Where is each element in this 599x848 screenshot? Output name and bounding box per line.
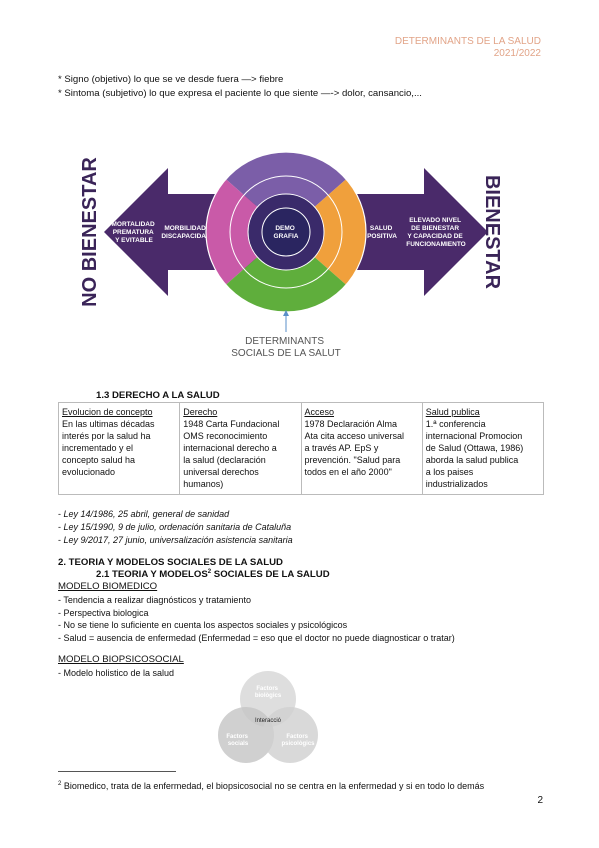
header-year: 2021/2022: [493, 48, 541, 59]
arrow-right-text-2: ELEVADO NIVEL DE BIENESTAR Y CAPACIDAD D…: [406, 217, 465, 248]
list-item: Tendencia a realizar diagnósticos y trat…: [58, 594, 455, 607]
table-cell-salud-publica: Salud publica 1.ª conferencia internacio…: [421, 402, 545, 495]
cell-line: incrementado y el: [62, 443, 134, 453]
sign-symptom-notes: * Signo (objetivo) lo que se ve desde fu…: [58, 73, 422, 101]
cell-line: 1978 Declaración Alma: [304, 419, 398, 429]
model-biomedico-list: Tendencia a realizar diagnósticos y trat…: [58, 594, 455, 645]
cell-line: 1.ª conferencia: [425, 419, 486, 429]
cell-line: humanos): [183, 479, 224, 489]
law-item: Ley 14/1986, 25 abril, general de sanida…: [58, 508, 293, 521]
cell-line: a través AP. EpS y: [304, 443, 379, 453]
arrow-right-text-1: SALUD POSITIVA: [367, 225, 397, 240]
arrow-left-text-1: MORTALIDAD PREMATURA Y EVITABLE: [111, 221, 156, 244]
footnote-ref[interactable]: 2: [207, 569, 212, 575]
section-heading-2: 2. TEORIA Y MODELOS SOCIALES DE LA SALUD: [58, 557, 283, 568]
cell-line: evolucionado: [62, 467, 116, 477]
cell-line: aborda la salud publica: [425, 455, 519, 465]
column-head: Evolucion de concepto: [62, 407, 153, 417]
section-subheading-2-1: 2.1 TEORIA Y MODELOS2 SOCIALES DE LA SAL…: [96, 569, 330, 580]
footnote-text: Biomedico, trata de la enfermedad, el bi…: [61, 781, 485, 791]
wheel-bottom-segment: [225, 232, 347, 312]
column-head: Salud publica: [425, 407, 480, 417]
table-cell-derecho: Derecho 1948 Carta Fundacional OMS recon…: [179, 402, 302, 495]
model-biomedico-title: MODELO BIOMEDICO: [58, 581, 158, 592]
law-item: Ley 9/2017, 27 junio, universalización a…: [58, 534, 293, 547]
no-bienestar-label: NO BIENESTAR: [79, 157, 101, 307]
biopsychosocial-venn: Factors biològics Factors socials Factor…: [218, 671, 318, 763]
list-item: Salud = ausencia de enfermedad (Enfermed…: [58, 632, 455, 645]
wheel-top-segment: [225, 152, 347, 232]
cell-line: prevención. "Salud para: [304, 455, 401, 465]
page-number: 2: [537, 795, 543, 806]
arrow-left-text-2: MORBILIDAD DISCAPACIDAD: [161, 225, 211, 240]
note-sign: * Signo (objetivo) lo que se ve desde fu…: [58, 74, 284, 85]
cell-line: OMS reconocimiento: [183, 431, 268, 441]
venn-label-biological: Factors biològics: [255, 686, 282, 699]
cell-line: Ata cita acceso universal: [304, 431, 405, 441]
subheading-text: 2.1 TEORIA Y MODELOS: [96, 569, 208, 581]
figure-caption: DETERMINANTS SOCIALS DE LA SALUT: [231, 336, 341, 359]
cell-line: a los paises: [425, 467, 474, 477]
header-title: DETERMINANTS DE LA SALUD: [394, 36, 541, 47]
wheel-left-segment: [206, 179, 286, 285]
venn-label-interaction: Interacció: [255, 718, 282, 724]
law-item: Ley 15/1990, 9 de julio, ordenación sani…: [58, 521, 293, 534]
venn-circle-psychological: [262, 707, 318, 763]
list-item: Perspectiva biologica: [58, 607, 455, 620]
wheel-center-text: DEMO GRAFIA: [274, 225, 299, 240]
list-item: Modelo holistico de la salud: [58, 667, 175, 680]
cell-line: En las ultimas décadas: [62, 419, 155, 429]
bienestar-label: BIENESTAR: [481, 175, 503, 290]
venn-label-psychological: Factors psicològics: [281, 734, 315, 747]
footnote-separator: [58, 771, 176, 772]
venn-circle-social: [218, 707, 274, 763]
footnote-mark: 2: [58, 781, 62, 787]
cell-line: concepto salud ha: [62, 455, 136, 465]
table-cell-acceso: Acceso 1978 Declaración Alma Ata cita ac…: [300, 402, 423, 495]
right-to-health-table: Evolucion de concepto En las ultimas déc…: [57, 402, 545, 495]
table-cell-evolucion: Evolucion de concepto En las ultimas déc…: [57, 402, 181, 495]
cell-line: interés por la salud ha: [62, 431, 151, 441]
footnote: 2 Biomedico, trata de la enfermedad, el …: [58, 781, 484, 791]
right-arrow: [338, 168, 488, 296]
cell-line: internacional derecho a: [183, 443, 277, 453]
model-biopsicosocial-list: Modelo holistico de la salud: [58, 667, 175, 680]
model-biopsicosocial-title: MODELO BIOPSICOSOCIAL: [58, 654, 184, 665]
venn-label-social: Factors socials: [226, 734, 249, 747]
section-heading-1-3: 1.3 DERECHO A LA SALUD: [96, 390, 220, 401]
cell-line: industrializados: [425, 479, 488, 489]
document-header: DETERMINANTS DE LA SALUD 2021/2022: [395, 36, 541, 60]
cell-line: de Salud (Ottawa, 1986): [425, 443, 524, 453]
wheel-center: [261, 207, 311, 257]
note-symptom: * Sintoma (subjetivo) lo que expresa el …: [58, 88, 422, 99]
cell-line: todos en el año 2000": [304, 467, 392, 477]
wheel-right-segment: [286, 179, 366, 285]
determinants-wheel: DEMO GRAFIA: [205, 151, 367, 313]
social-determinants-figure: NO BIENESTAR BIENESTAR MORTALIDAD PREMAT…: [79, 151, 503, 359]
column-head: Acceso: [304, 407, 335, 417]
cell-line: la salud (declaración: [183, 455, 266, 465]
table-row: Evolucion de concepto En las ultimas déc…: [57, 402, 545, 495]
list-item: No se tiene lo suficiente en cuenta los …: [58, 619, 455, 632]
cell-line: 1948 Carta Fundacional: [183, 419, 280, 429]
cell-line: universal derechos: [183, 467, 259, 477]
laws-list: Ley 14/1986, 25 abril, general de sanida…: [58, 508, 293, 547]
subheading-text: SOCIALES DE LA SALUD: [211, 569, 330, 581]
column-head: Derecho: [183, 407, 218, 417]
cell-line: internacional Promocion: [425, 431, 523, 441]
